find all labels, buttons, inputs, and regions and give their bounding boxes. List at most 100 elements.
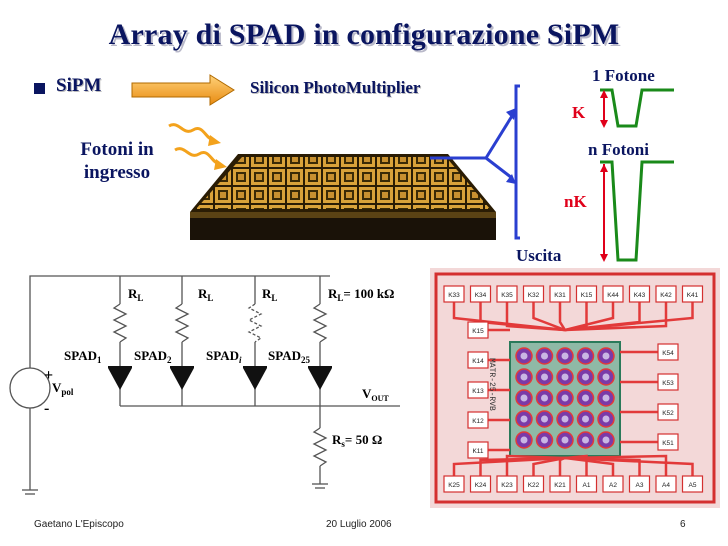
spad-cell bbox=[535, 347, 554, 365]
plus-sign: + bbox=[44, 367, 53, 384]
spad-cell bbox=[535, 368, 554, 386]
spad-cell bbox=[535, 389, 554, 407]
spad-label-25: SPAD25 bbox=[268, 348, 310, 365]
spad-cell bbox=[576, 389, 595, 407]
chip-pad-left-3: K12 bbox=[467, 411, 489, 429]
spad-cell bbox=[597, 347, 615, 365]
svg-text:K14: K14 bbox=[472, 358, 484, 365]
svg-text:K31: K31 bbox=[554, 292, 566, 299]
svg-text:A2: A2 bbox=[609, 482, 617, 489]
nk-label: nK bbox=[564, 192, 587, 211]
svg-text:K41: K41 bbox=[687, 292, 699, 299]
slide-title: Array di SPAD in configurazione SiPM bbox=[108, 18, 620, 51]
svg-text:A1: A1 bbox=[583, 482, 591, 489]
one-photon-label: 1 Fotone bbox=[592, 66, 655, 85]
spad-cell bbox=[597, 368, 615, 386]
spad-cell bbox=[576, 431, 595, 449]
spad-label-1: SPAD1 bbox=[64, 348, 102, 365]
svg-text:K23: K23 bbox=[501, 482, 513, 489]
spad-cell bbox=[576, 410, 595, 428]
spad-cell bbox=[535, 410, 554, 428]
svg-text:K35: K35 bbox=[501, 292, 513, 299]
svg-text:K44: K44 bbox=[607, 292, 619, 299]
k-label: K bbox=[572, 103, 586, 122]
spad-cell bbox=[535, 431, 554, 449]
svg-text:K13: K13 bbox=[472, 388, 484, 395]
spad-cell bbox=[576, 347, 595, 365]
rs-label: Rs= 50 Ω bbox=[332, 432, 382, 449]
svg-text:K42: K42 bbox=[660, 292, 672, 299]
output-fork-lines bbox=[430, 84, 520, 240]
n-photons-label: n Fotoni bbox=[588, 140, 649, 159]
chip-pad-top-9: K41 bbox=[681, 285, 704, 303]
minus-sign: - bbox=[44, 400, 49, 417]
chip-pad-left-4: K11 bbox=[467, 441, 489, 459]
sipm-expansion-text: Silicon PhotoMultiplier bbox=[250, 78, 421, 97]
svg-text:K21: K21 bbox=[554, 482, 566, 489]
input-label-line2: ingresso bbox=[83, 162, 151, 183]
output-label: Uscita bbox=[516, 246, 562, 265]
rl-label-1: RL bbox=[128, 286, 143, 303]
photon-arrows-icon bbox=[168, 123, 227, 170]
spad-cell bbox=[597, 410, 615, 428]
chip-pad-top-8: K42 bbox=[655, 285, 677, 303]
spad-cell bbox=[515, 368, 533, 386]
vpol-label: Vpol bbox=[52, 380, 74, 397]
chip-pad-left-0: K15 bbox=[467, 321, 489, 339]
svg-text:K15: K15 bbox=[472, 328, 484, 335]
circuit-schematic: + - Vpol RL RL RL RL= 100 kΩ SPAD1 SPAD2… bbox=[9, 275, 400, 495]
svg-text:K15: K15 bbox=[581, 292, 593, 299]
spad-cell bbox=[515, 347, 533, 365]
bullet-square-icon bbox=[34, 83, 45, 94]
spad-cell bbox=[597, 431, 615, 449]
chip-pad-bottom-8: A4 bbox=[655, 475, 677, 493]
chip-pad-left-2: K13 bbox=[467, 381, 489, 399]
chip-pad-top-0: K33 bbox=[443, 285, 465, 303]
svg-text:K43: K43 bbox=[634, 292, 646, 299]
right-arrow-icon bbox=[131, 74, 235, 106]
chip-pad-bottom-7: A3 bbox=[628, 475, 651, 493]
vout-label: VOUT bbox=[362, 386, 389, 403]
output-pulses bbox=[600, 88, 674, 262]
chip-pad-bottom-6: A2 bbox=[602, 475, 624, 493]
spad-cell bbox=[556, 347, 574, 365]
spad-cell bbox=[556, 389, 574, 407]
footer-page-number: 6 bbox=[680, 519, 686, 530]
svg-text:K22: K22 bbox=[528, 482, 540, 489]
spad-cell bbox=[576, 368, 595, 386]
spad-cell bbox=[515, 431, 533, 449]
spad-cell bbox=[515, 410, 533, 428]
footer-author: Gaetano L'Episcopo bbox=[34, 519, 124, 530]
svg-text:K34: K34 bbox=[475, 292, 487, 299]
svg-text:K11: K11 bbox=[472, 448, 483, 455]
chip-pad-bottom-4: K21 bbox=[549, 475, 571, 493]
rl-value-label: RL= 100 kΩ bbox=[328, 286, 394, 303]
svg-text:K33: K33 bbox=[448, 292, 460, 299]
svg-text:K52: K52 bbox=[662, 410, 674, 417]
chip-pad-bottom-9: A5 bbox=[681, 475, 704, 493]
chip-pad-right-3: K51 bbox=[657, 433, 679, 451]
chip-vertical-label: MATR-25-RVB bbox=[487, 358, 496, 411]
voltage-source-icon bbox=[9, 367, 51, 409]
chip-pad-right-1: K53 bbox=[657, 373, 679, 391]
svg-text:K54: K54 bbox=[662, 350, 674, 357]
spad-cell bbox=[515, 389, 533, 407]
chip-pad-top-4: K31 bbox=[549, 285, 571, 303]
svg-text:A4: A4 bbox=[662, 482, 670, 489]
chip-pad-bottom-0: K25 bbox=[443, 475, 465, 493]
chip-pad-left-1: K14 bbox=[467, 351, 489, 369]
chip-pad-bottom-5: A1 bbox=[575, 475, 598, 493]
spad-cell bbox=[597, 389, 615, 407]
rl-label-i: RL bbox=[262, 286, 277, 303]
sipm-bullet-text: SiPM bbox=[56, 75, 102, 96]
rl-label-2: RL bbox=[198, 286, 213, 303]
chip-pad-bottom-3: K22 bbox=[522, 475, 545, 493]
svg-text:A3: A3 bbox=[636, 482, 644, 489]
input-photons-label: Fotoni in ingresso bbox=[62, 138, 172, 184]
chip-pad-right-0: K54 bbox=[657, 343, 679, 361]
chip-pad-top-7: K43 bbox=[628, 285, 651, 303]
chip-pad-bottom-2: K23 bbox=[496, 475, 518, 493]
chip-pad-top-5: K15 bbox=[575, 285, 598, 303]
